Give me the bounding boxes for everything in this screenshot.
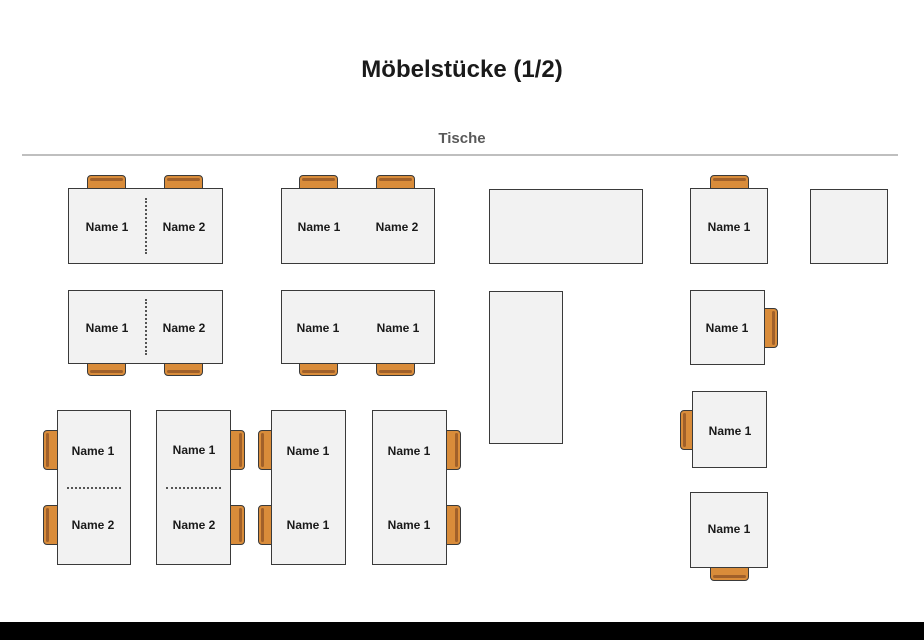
seat-label: Name 1 [85, 220, 129, 234]
table-two-seat[interactable] [271, 410, 346, 565]
bottom-bar [0, 622, 924, 640]
page-title: Möbelstücke (1/2) [361, 56, 563, 83]
seat-label: Name 1 [296, 321, 340, 335]
seat-label: Name 2 [375, 220, 419, 234]
table-divider [145, 198, 147, 254]
seat-label: Name 1 [297, 220, 341, 234]
table-divider [67, 487, 121, 489]
seat-label: Name 2 [172, 518, 216, 532]
seat-label: Name 1 [85, 321, 129, 335]
table-empty-wide[interactable] [489, 189, 643, 264]
slide: Möbelstücke (1/2) Tische Name 1 Name 2 N… [22, 56, 898, 581]
table-single-seat[interactable] [690, 492, 768, 568]
table-single-seat[interactable] [690, 188, 768, 264]
table-empty-small[interactable] [810, 189, 888, 264]
section-heading: Tische [438, 130, 486, 147]
table-empty-tall[interactable] [489, 291, 563, 444]
seat-label: Name 1 [172, 443, 216, 457]
seat-label: Name 1 [71, 444, 115, 458]
seat-label: Name 1 [708, 424, 752, 438]
seat-label: Name 1 [286, 518, 330, 532]
table-single-seat[interactable] [692, 391, 767, 468]
chair[interactable] [227, 430, 245, 470]
seat-label: Name 2 [162, 321, 206, 335]
seat-label: Name 1 [707, 220, 751, 234]
table-divider [166, 487, 221, 489]
seat-label: Name 2 [71, 518, 115, 532]
table-two-seat[interactable] [281, 290, 435, 364]
seat-label: Name 1 [705, 321, 749, 335]
seat-label: Name 1 [376, 321, 420, 335]
seat-label: Name 1 [286, 444, 330, 458]
table-divider [145, 299, 147, 355]
table-single-seat[interactable] [690, 290, 765, 365]
section-divider [22, 154, 898, 156]
table-two-seat[interactable] [372, 410, 447, 565]
seat-label: Name 1 [707, 522, 751, 536]
seat-label: Name 2 [162, 220, 206, 234]
seat-label: Name 1 [387, 518, 431, 532]
seat-label: Name 1 [387, 444, 431, 458]
table-two-seat[interactable] [281, 188, 435, 264]
